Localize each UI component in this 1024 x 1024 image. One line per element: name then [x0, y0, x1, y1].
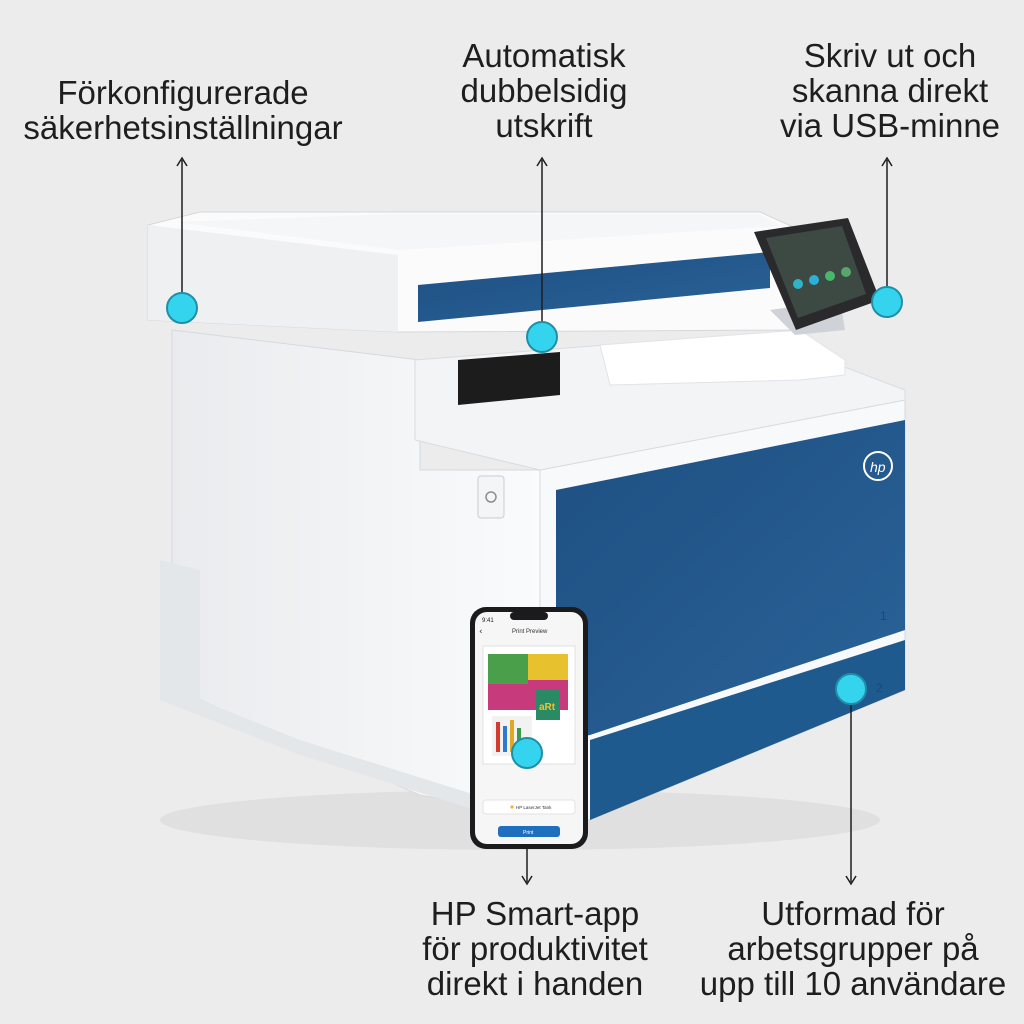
callout-usb-line-3: via USB-minne — [779, 107, 1001, 144]
callout-dot-duplex — [526, 321, 558, 353]
preview-poster — [536, 690, 560, 720]
power-icon — [485, 491, 497, 503]
preview-pencil — [503, 726, 507, 752]
control-panel-screen — [766, 226, 866, 318]
hp-logo-icon — [863, 451, 893, 481]
callout-dot-app — [511, 737, 543, 769]
printer-select-row[interactable] — [482, 799, 576, 815]
callout-usb-line-1: Skriv ut och — [803, 37, 977, 74]
adf-top — [175, 214, 780, 250]
tray-number-1: 1 — [880, 609, 887, 623]
callout-workgroup-line-2: arbetsgrupper på — [727, 930, 979, 967]
leader-lines — [176, 156, 893, 886]
screen-app-icon — [841, 267, 851, 277]
callout-dot-security — [166, 292, 198, 324]
callout-duplex-line-2: dubbelsidig — [460, 72, 628, 109]
screen-app-icon — [825, 271, 835, 281]
adf-blue-strip — [418, 252, 770, 322]
preview-photo-yellow — [528, 654, 568, 680]
callout-security-line-1: Förkonfigurerade — [57, 74, 309, 111]
screen-app-icon — [793, 279, 803, 289]
callout-duplex: Automatisk dubbelsidig utskrift — [424, 38, 664, 143]
screen-app-icon — [809, 275, 819, 285]
callout-usb: Skriv ut och skanna direkt via USB-minne — [770, 38, 1010, 143]
tray-number-2: 2 — [876, 681, 883, 695]
scanner-lid-side — [148, 225, 398, 332]
arrow-up-icon — [536, 156, 548, 167]
callout-dots — [166, 286, 903, 769]
paper-tray-2 — [590, 640, 905, 820]
arrow-up-icon — [176, 156, 188, 167]
preview-pencil — [496, 722, 500, 752]
power-button[interactable] — [477, 475, 505, 519]
arrow-down-icon — [845, 875, 857, 886]
preview-poster-text: aRt — [539, 702, 556, 713]
hp-logo-text: hp — [870, 459, 886, 475]
phone-notch — [510, 612, 548, 620]
callout-app-line-2: för produktivitet — [422, 930, 648, 967]
output-slot — [458, 352, 560, 405]
callout-workgroup-line-1: Utformad för — [761, 895, 945, 932]
arrow-down-icon — [521, 875, 533, 886]
arrow-up-icon — [881, 156, 893, 167]
printer-left-base — [160, 560, 540, 830]
callout-app-line-1: HP Smart-app — [430, 895, 640, 932]
callout-security-line-2: säkerhetsinställningar — [23, 109, 343, 146]
callout-workgroup: Utformad för arbetsgrupper på upp till 1… — [688, 896, 1018, 1001]
front-panel-blue — [556, 420, 905, 740]
callout-dot-workgroup — [835, 673, 867, 705]
paper-stack — [599, 329, 846, 386]
phone-time: 9:41 — [482, 618, 494, 624]
preview-pencil — [510, 720, 514, 752]
preview-photo-green — [488, 654, 528, 684]
callout-usb-line-2: skanna direkt — [791, 72, 989, 109]
callout-app: HP Smart-app för produktivitet direkt i … — [395, 896, 675, 1001]
phone-print-button[interactable] — [498, 826, 560, 837]
printer-status-dot-icon — [510, 805, 514, 809]
smartphone: 9:41 ‹ Print Preview aRt HP LaserJet Tan… — [470, 607, 588, 849]
phone-printer-name: HP LaserJet Tank — [516, 805, 552, 810]
callout-duplex-line-1: Automatisk — [462, 37, 626, 74]
phone-screen-title: Print Preview — [512, 629, 548, 635]
callout-duplex-line-3: utskrift — [495, 107, 593, 144]
phone-print-button-label: Print — [523, 830, 534, 836]
callout-workgroup-line-3: upp till 10 användare — [699, 965, 1007, 1002]
callout-dot-usb — [871, 286, 903, 318]
callout-security: Förkonfigurerade säkerhetsinställningar — [0, 75, 366, 145]
callout-app-line-3: direkt i handen — [426, 965, 644, 1002]
back-chevron-icon[interactable]: ‹ — [479, 627, 483, 637]
